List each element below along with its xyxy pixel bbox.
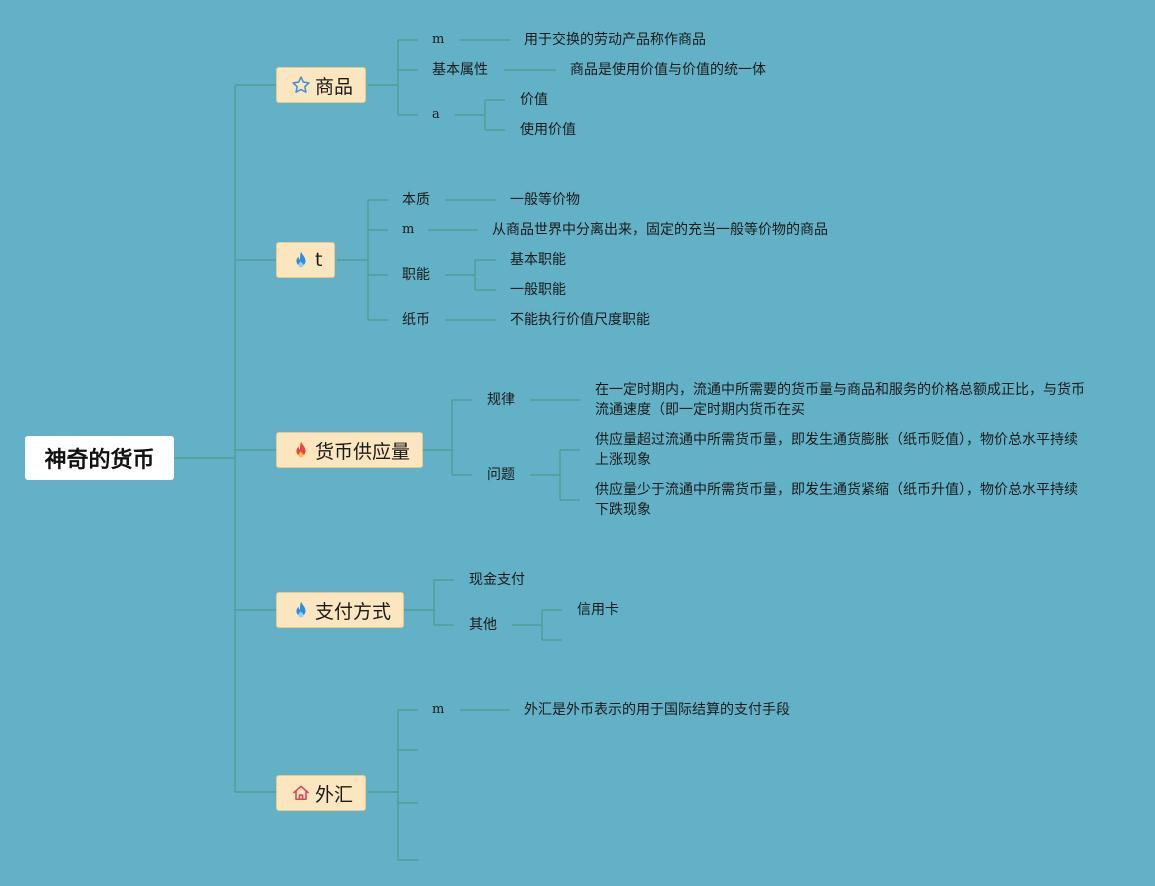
topic-money-supply[interactable]: 货币供应量 bbox=[276, 432, 424, 468]
payment-other[interactable]: 其他 bbox=[469, 617, 497, 633]
topic-goods-label: 商品 bbox=[315, 75, 354, 98]
paper-money[interactable]: 纸币 bbox=[402, 312, 430, 328]
topic-foreign-exchange-label: 外汇 bbox=[315, 783, 354, 806]
fx-branch-m[interactable]: m bbox=[432, 702, 445, 717]
topic-payment-label: 支付方式 bbox=[315, 600, 392, 623]
money-definition[interactable]: 从商品世界中分离出来，固定的充当一般等价物的商品 bbox=[492, 222, 828, 238]
goods-basic-attribute[interactable]: 基本属性 bbox=[432, 62, 488, 78]
money-branch-m[interactable]: m bbox=[402, 222, 415, 237]
supply-law[interactable]: 规律 bbox=[487, 392, 515, 408]
flame-icon bbox=[291, 250, 311, 270]
goods-use-value[interactable]: 使用价值 bbox=[520, 122, 576, 138]
topic-goods[interactable]: 商品 bbox=[276, 67, 367, 103]
goods-attribute-detail[interactable]: 商品是使用价值与价值的统一体 bbox=[570, 62, 766, 78]
supply-deflation[interactable]: 供应量少于流通中所需货币量，即发生通货紧缩（纸币升值），物价总水平持续下跌现象 bbox=[595, 482, 1078, 518]
payment-cash[interactable]: 现金支付 bbox=[469, 572, 525, 588]
money-functions[interactable]: 职能 bbox=[402, 267, 430, 283]
flame-icon bbox=[291, 440, 311, 460]
money-basic-functions[interactable]: 基本职能 bbox=[510, 252, 566, 268]
star-icon bbox=[291, 75, 311, 95]
goods-branch-a[interactable]: a bbox=[432, 107, 440, 122]
house-icon bbox=[291, 783, 311, 803]
fx-definition[interactable]: 外汇是外币表示的用于国际结算的支付手段 bbox=[524, 702, 790, 718]
topic-t-label: t bbox=[315, 249, 323, 271]
money-general-functions[interactable]: 一般职能 bbox=[510, 282, 566, 298]
goods-definition[interactable]: 用于交换的劳动产品称作商品 bbox=[524, 32, 706, 48]
topic-money-supply-label: 货币供应量 bbox=[315, 440, 411, 463]
topic-payment[interactable]: 支付方式 bbox=[276, 592, 405, 628]
flame-icon bbox=[291, 600, 311, 620]
money-essence-detail[interactable]: 一般等价物 bbox=[510, 192, 580, 208]
money-essence[interactable]: 本质 bbox=[402, 192, 430, 208]
goods-value[interactable]: 价值 bbox=[520, 92, 548, 108]
topic-t[interactable]: t bbox=[276, 242, 336, 278]
supply-law-detail[interactable]: 在一定时期内，流通中所需要的货币量与商品和服务的价格总额成正比，与货币流通速度（… bbox=[595, 382, 1085, 418]
payment-credit-card[interactable]: 信用卡 bbox=[577, 602, 619, 618]
supply-problems[interactable]: 问题 bbox=[487, 467, 515, 483]
goods-branch-m[interactable]: m bbox=[432, 32, 445, 47]
root-topic[interactable]: 神奇的货币 bbox=[25, 436, 174, 480]
root-topic-label: 神奇的货币 bbox=[44, 448, 155, 473]
paper-money-detail[interactable]: 不能执行价值尺度职能 bbox=[510, 312, 650, 328]
topic-foreign-exchange[interactable]: 外汇 bbox=[276, 775, 367, 811]
supply-inflation[interactable]: 供应量超过流通中所需货币量，即发生通货膨胀（纸币贬值），物价总水平持续上涨现象 bbox=[595, 432, 1078, 468]
